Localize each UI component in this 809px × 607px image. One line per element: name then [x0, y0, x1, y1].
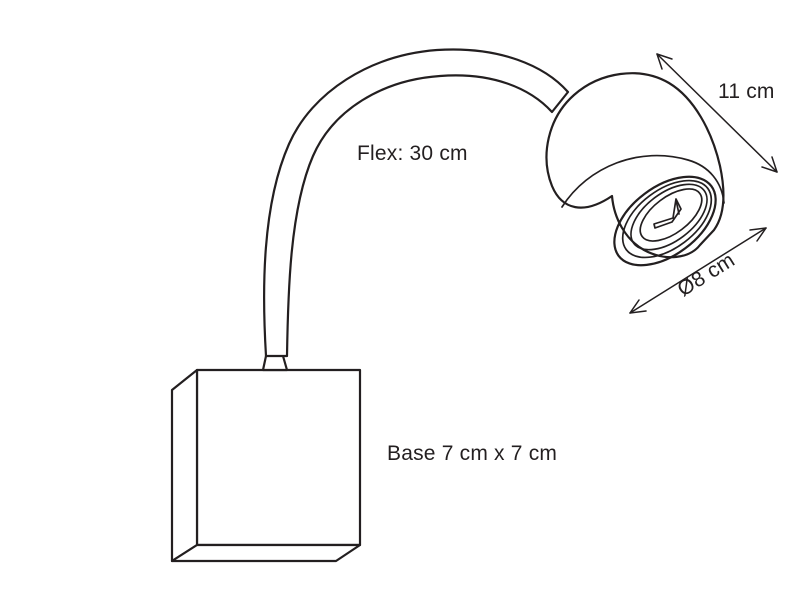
bulb-filament	[653, 198, 682, 229]
filament-shape	[653, 198, 682, 229]
flexible-arm	[262, 48, 570, 358]
dim-11cm-line	[656, 53, 778, 173]
lamp-shade	[545, 72, 725, 267]
shade-rim-third	[630, 183, 708, 251]
shade-rim-outer	[613, 175, 717, 267]
dim-diameter-arrowhead-end	[749, 227, 767, 242]
base-front-face	[195, 368, 362, 547]
dim-11cm-label: 11 cm	[718, 80, 775, 103]
base-left-face	[170, 368, 199, 563]
shade-seam-ring	[561, 154, 725, 208]
dim-11cm-arrowhead-end	[761, 156, 778, 173]
dim-diameter-arrowhead-start	[629, 299, 647, 314]
base-size-label: Base 7 cm x 7 cm	[387, 442, 557, 465]
flex-length-label: Flex: 30 cm	[357, 142, 468, 165]
shade-reflector-inner	[639, 188, 703, 242]
shade-rim-second	[621, 179, 713, 259]
dimension-head-length: 11 cm	[656, 53, 778, 173]
shade-body	[545, 72, 725, 259]
dim-diameter-line	[629, 227, 767, 314]
filament-stem	[675, 199, 680, 215]
arm-body	[262, 48, 570, 358]
mounting-base	[170, 368, 362, 563]
dim-11cm-arrowhead-start	[656, 53, 673, 70]
base-bottom-face	[170, 543, 362, 563]
